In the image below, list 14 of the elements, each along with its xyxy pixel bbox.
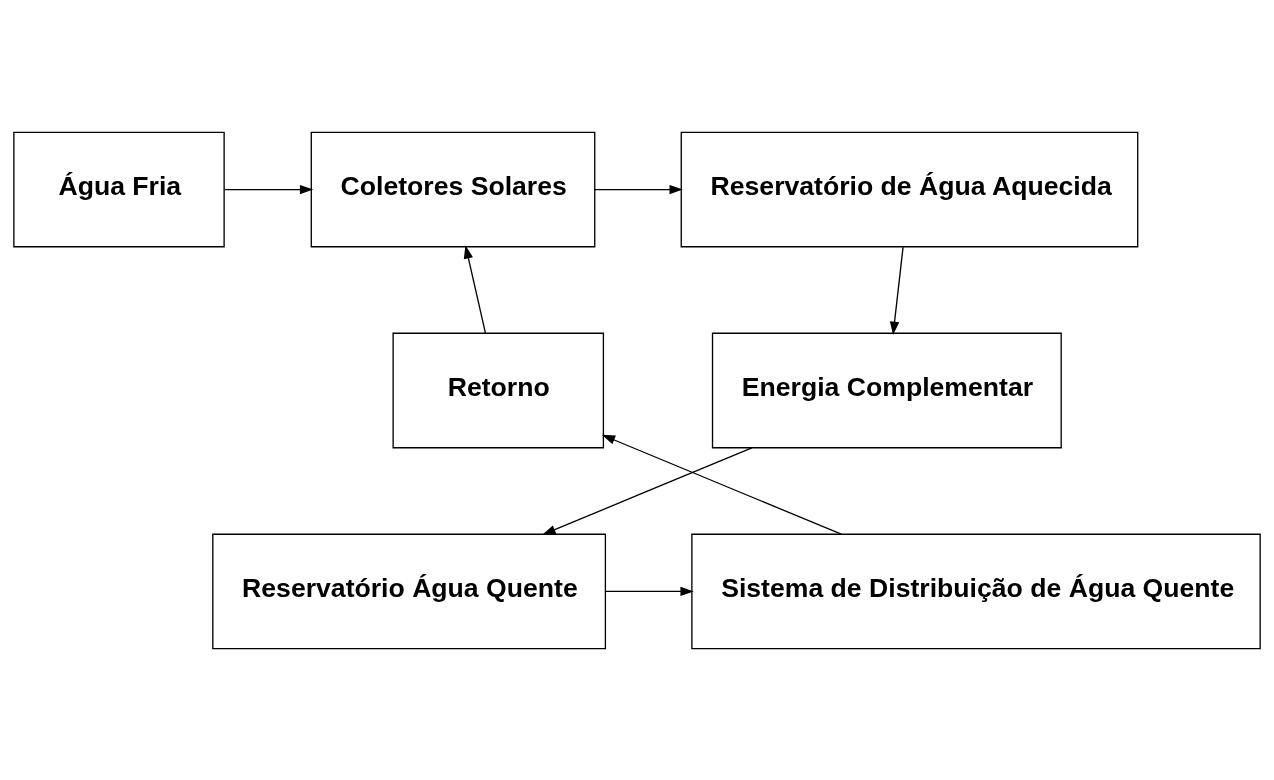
- arrow: [594, 184, 683, 194]
- arrow: [605, 586, 694, 596]
- node-box: Coletores Solares: [310, 131, 596, 247]
- node-box: Retorno: [392, 332, 605, 448]
- arrow: [224, 184, 314, 194]
- node-box: Energia Complementar: [711, 332, 1062, 448]
- node-box: Sistema de Distribuição de Água Quente: [691, 533, 1261, 649]
- arrow: [601, 434, 842, 535]
- node-box: Reservatório Água Quente: [212, 533, 607, 649]
- node-box: Água Fria: [13, 131, 225, 247]
- arrow: [463, 244, 487, 334]
- arrow: [542, 446, 753, 535]
- node-box: Reservatório de Água Aquecida: [680, 131, 1139, 247]
- arrow: [889, 246, 904, 335]
